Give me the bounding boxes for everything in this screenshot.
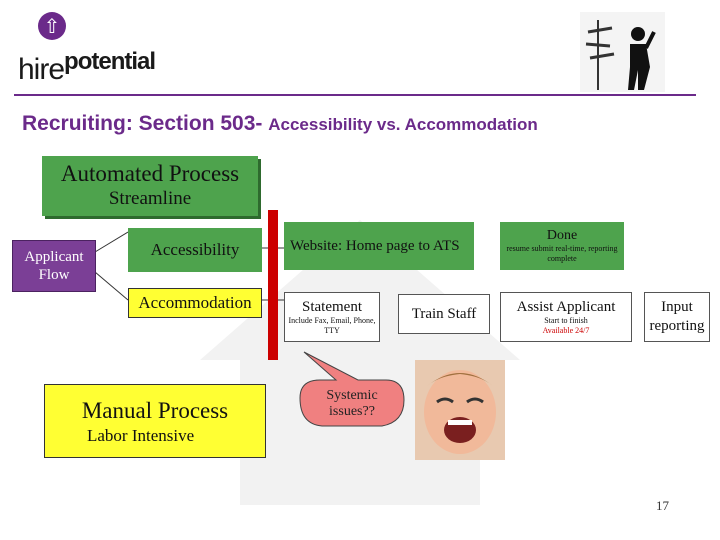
- automated-process-label: Automated Process: [60, 161, 240, 186]
- train-staff-label: Train Staff: [411, 305, 477, 322]
- website-box: Website: Home page to ATS: [284, 222, 474, 270]
- header-divider: [14, 94, 696, 96]
- accessibility-label: Accessibility: [150, 240, 240, 259]
- input-reporting-label: Input reporting: [649, 299, 705, 334]
- accommodation-label: Accommodation: [138, 293, 252, 312]
- input-reporting-box: Input reporting: [644, 292, 710, 342]
- labor-intensive-label: Labor Intensive: [87, 426, 195, 445]
- assist-applicant-box: Assist Applicant Start to finish Availab…: [500, 292, 632, 342]
- statement-label: Statement: [302, 298, 362, 315]
- page-number: 17: [656, 498, 669, 513]
- applicant-flow-box: Applicant Flow: [12, 240, 96, 292]
- done-box: Done resume submit real-time, reporting …: [500, 222, 624, 270]
- company-logo: hirepotential: [18, 48, 156, 87]
- manual-process-label: Manual Process: [81, 398, 229, 423]
- statement-box: Statement Include Fax, Email, Phone, TTY: [284, 292, 380, 342]
- page-title: Recruiting: Section 503- Accessibility v…: [22, 112, 720, 136]
- train-staff-box: Train Staff: [398, 294, 490, 334]
- accommodation-box: Accommodation: [128, 288, 262, 318]
- divider-bar: [268, 210, 278, 360]
- assist-note: Start to finish: [544, 315, 588, 325]
- applicant-flow-label: Applicant Flow: [24, 249, 84, 283]
- systemic-label: Systemic issues??: [326, 388, 378, 419]
- logo-hire-text: hire: [18, 53, 65, 86]
- assist-applicant-label: Assist Applicant: [516, 298, 616, 315]
- done-label: Done: [546, 228, 578, 243]
- systemic-callout: [299, 351, 405, 427]
- website-label: Website: Home page to ATS: [290, 238, 460, 254]
- manual-process-box: Manual Process Labor Intensive: [44, 384, 266, 458]
- done-note: resume submit real-time, reporting compl…: [506, 244, 618, 263]
- logo-potential-text: potential: [64, 48, 156, 75]
- assist-note-available: Available 24/7: [542, 325, 590, 335]
- accessibility-box: Accessibility: [128, 228, 262, 272]
- crying-baby-photo: [415, 360, 505, 460]
- automated-process-box: Automated Process Streamline: [42, 156, 258, 216]
- statement-note: Include Fax, Email, Phone, TTY: [288, 315, 376, 335]
- title-sub: Accessibility vs. Accommodation: [268, 115, 538, 134]
- title-main: Recruiting: Section 503-: [22, 112, 269, 135]
- upload-arrow-icon: ⇧: [38, 12, 66, 40]
- streamline-label: Streamline: [108, 188, 192, 209]
- signpost-man-illustration: [580, 12, 665, 92]
